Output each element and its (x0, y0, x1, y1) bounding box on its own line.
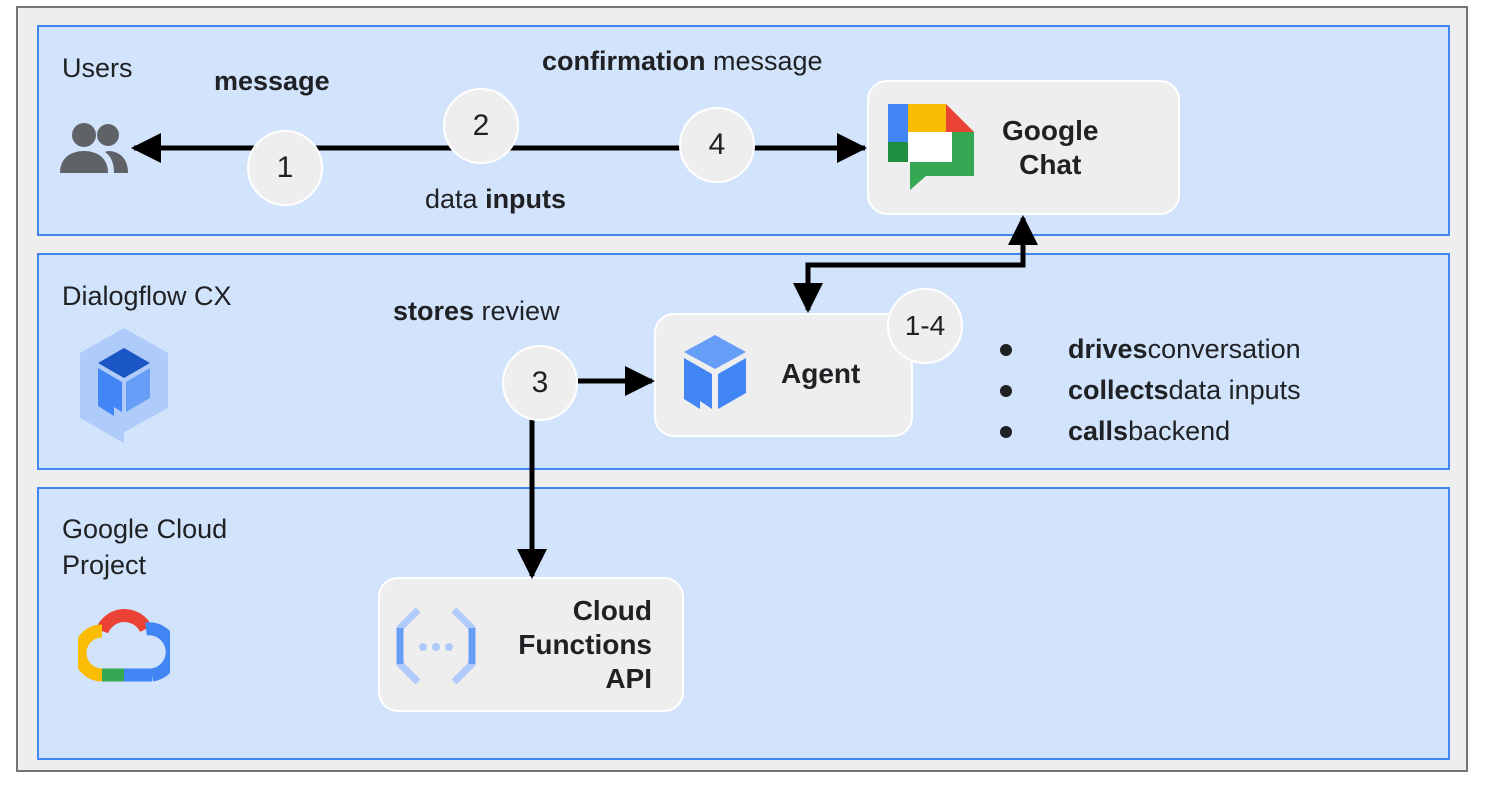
stores-review-label-rest: review (474, 296, 560, 326)
cloud-functions-title-line3: API (605, 663, 652, 694)
confirmation-label: confirmation message (542, 46, 823, 77)
dialogflow-cx-icon (80, 328, 168, 443)
stores-review-label: stores review (393, 296, 560, 327)
agent-icon (684, 335, 746, 409)
agent-duty-item: collects data inputs (996, 375, 1301, 406)
agent-duty-bold: drives (1068, 334, 1148, 364)
step-4-badge: 4 (679, 107, 755, 183)
step-3-badge: 3 (502, 345, 578, 421)
agent-duty-bold: calls (1068, 416, 1129, 446)
data-inputs-label-bold: inputs (485, 184, 567, 214)
bullet-dot (1000, 425, 1012, 438)
dialogflow-band-label: Dialogflow CX (62, 281, 232, 311)
agent-duty-item: calls backend (996, 416, 1230, 447)
agent-duty-item: drives conversation (996, 334, 1301, 365)
agent-duty-rest: data inputs (1168, 375, 1301, 405)
agent-duty-bold: collects (1068, 375, 1169, 405)
confirmation-label-bold: confirmation (542, 46, 706, 76)
agent-duty-rest: backend (1128, 416, 1231, 446)
message-label-bold: message (214, 66, 330, 96)
step-1-4-badge: 1-4 (887, 288, 963, 364)
cloud-functions-title: Cloud Functions API (518, 594, 652, 696)
confirmation-label-rest: message (705, 46, 823, 76)
stores-review-label-bold: stores (393, 296, 475, 326)
cloud-functions-icon (396, 607, 476, 685)
cloud-functions-title-line1: Cloud (572, 595, 652, 626)
data-inputs-label: data inputs (425, 184, 566, 215)
message-label: message (214, 66, 330, 97)
cloud-functions-title-line2: Functions (518, 629, 652, 660)
cloud-band (37, 487, 1450, 760)
google-chat-title-line2: Chat (1019, 149, 1082, 180)
step-1-badge: 1 (247, 130, 323, 206)
bullet-dot (1000, 343, 1012, 356)
agent-title: Agent (781, 358, 861, 389)
agent-duty-rest: conversation (1147, 334, 1301, 364)
cloud-band-label: Google Cloud Project (62, 511, 227, 583)
google-cloud-icon (78, 609, 170, 682)
cloud-band-label-line2: Project (62, 550, 147, 580)
google-chat-title-line1: Google (1002, 115, 1099, 146)
bullet-dot (1000, 384, 1012, 397)
google-chat-title: Google Chat (1002, 114, 1098, 182)
google-chat-icon (888, 104, 974, 190)
users-icon (60, 123, 128, 173)
step-2-badge: 2 (443, 88, 519, 164)
cloud-band-label-line1: Google Cloud (62, 514, 228, 544)
data-inputs-label-pre: data (425, 184, 486, 214)
users-band-label: Users (62, 53, 133, 83)
